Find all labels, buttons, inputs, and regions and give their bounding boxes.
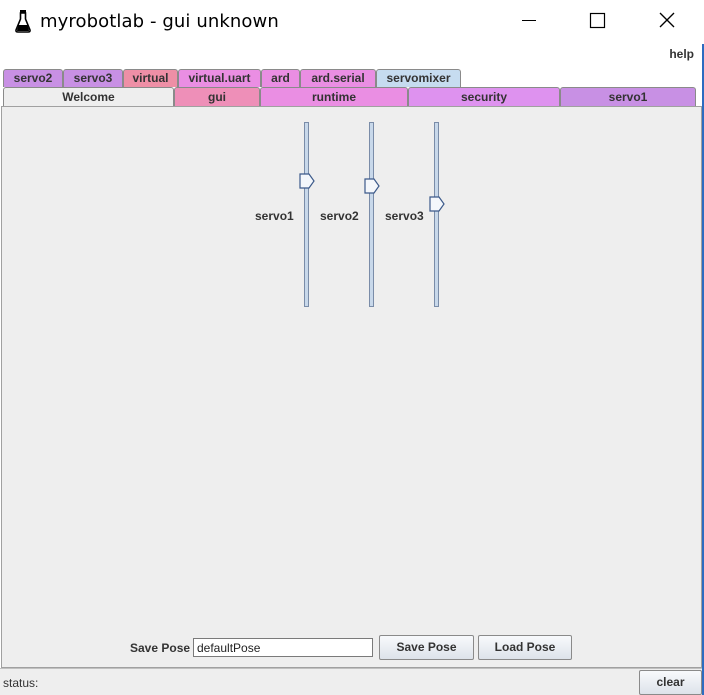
clear-button[interactable]: clear <box>639 670 702 695</box>
tab-ard-serial[interactable]: ard.serial <box>300 69 376 87</box>
tab-security[interactable]: security <box>408 87 560 107</box>
maximize-icon <box>589 12 606 29</box>
help-menu[interactable]: help <box>669 47 694 61</box>
save-pose-label: Save Pose <box>130 641 191 655</box>
close-icon <box>659 12 675 28</box>
slider-label-servo3: servo3 <box>385 209 424 223</box>
minimize-icon <box>522 20 536 21</box>
slider-label-servo1: servo1 <box>255 209 294 223</box>
tab-welcome[interactable]: Welcome <box>3 87 174 107</box>
status-bar: status: clear <box>0 668 704 695</box>
tab-servo1[interactable]: servo1 <box>560 87 696 107</box>
slider-track-servo3[interactable] <box>434 122 439 307</box>
menu-bar: help <box>0 44 704 66</box>
tab-runtime[interactable]: runtime <box>260 87 408 107</box>
tab-ard[interactable]: ard <box>261 69 300 87</box>
slider-track-servo2[interactable] <box>369 122 374 307</box>
pose-name-input[interactable] <box>193 638 373 657</box>
slider-thumb-servo1[interactable] <box>299 173 315 189</box>
window-border <box>702 44 704 695</box>
slider-thumb-servo2[interactable] <box>364 178 380 194</box>
flask-icon <box>15 10 31 33</box>
tab-gui[interactable]: gui <box>174 87 260 107</box>
servomixer-panel <box>1 106 702 668</box>
tab-virtual[interactable]: virtual <box>123 69 178 87</box>
slider-label-servo2: servo2 <box>320 209 359 223</box>
status-text: status: <box>3 676 39 690</box>
slider-thumb-servo3[interactable] <box>429 196 445 212</box>
maximize-button[interactable] <box>574 0 620 44</box>
load-pose-button[interactable]: Load Pose <box>478 635 572 660</box>
save-pose-button[interactable]: Save Pose <box>379 635 474 660</box>
window-title: myrobotlab - gui unknown <box>40 11 279 32</box>
close-button[interactable] <box>644 0 690 44</box>
tab-virtual-uart[interactable]: virtual.uart <box>178 69 261 87</box>
tab-servomixer[interactable]: servomixer <box>376 69 461 87</box>
tab-servo2[interactable]: servo2 <box>3 69 63 87</box>
title-bar: myrobotlab - gui unknown <box>0 0 704 44</box>
tab-servo3[interactable]: servo3 <box>63 69 123 87</box>
slider-track-servo1[interactable] <box>304 122 309 307</box>
minimize-button[interactable] <box>506 0 552 44</box>
